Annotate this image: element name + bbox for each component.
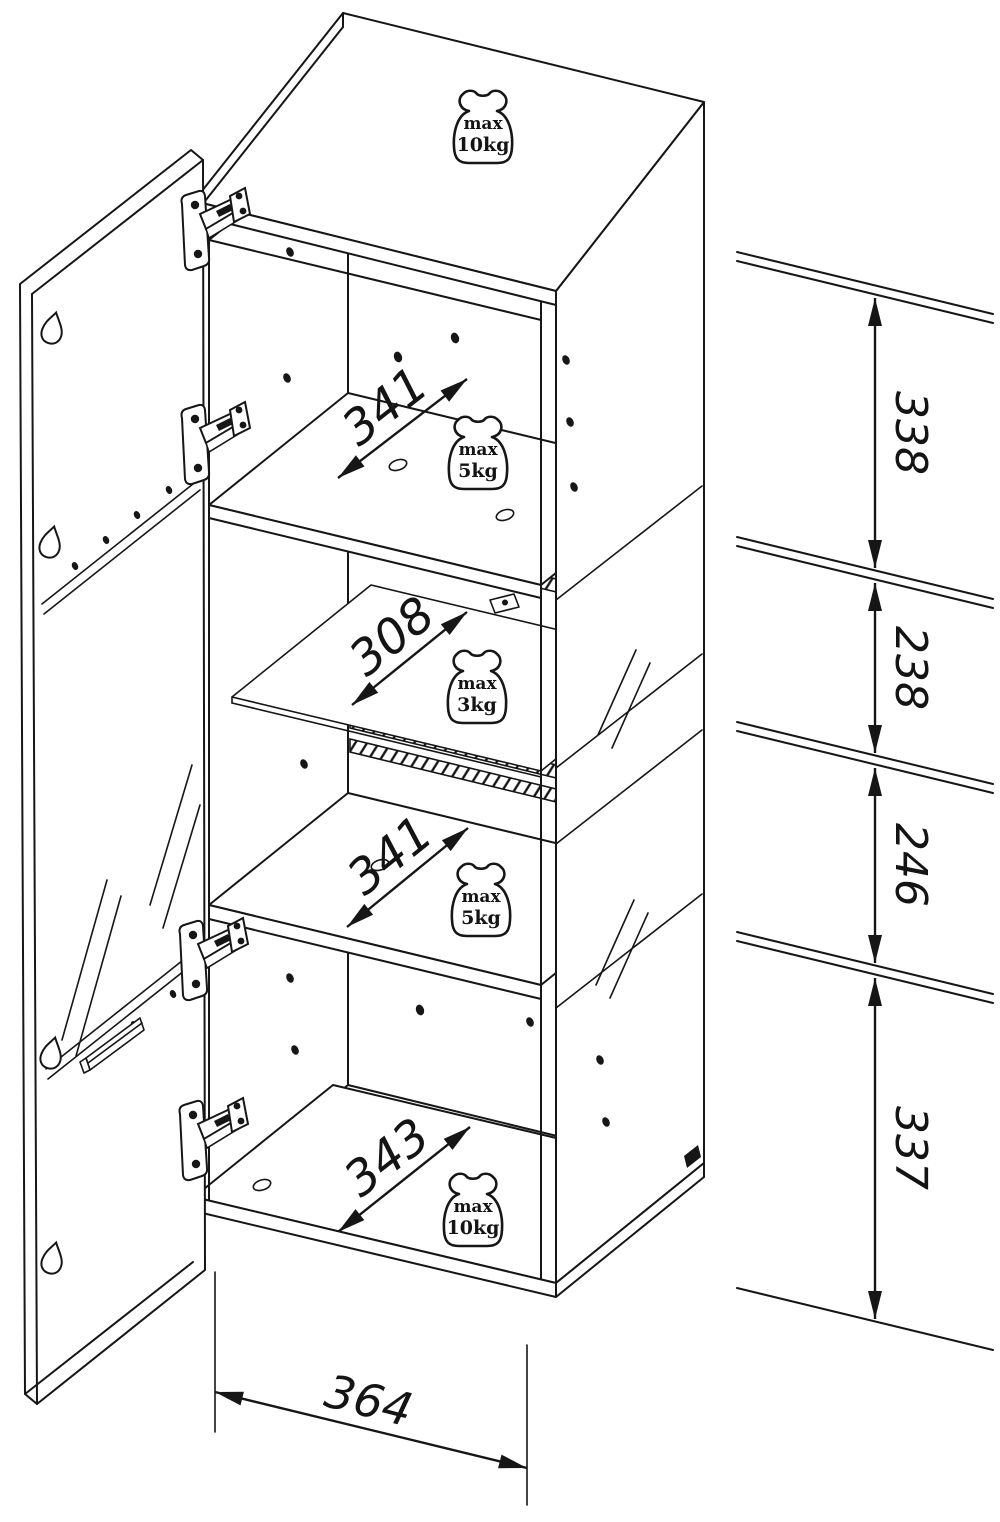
weight-icon-bottom: max 10kg [442,1172,504,1248]
side-glass2-bottom [555,893,703,1009]
dim-arrow-337: 337 [868,978,936,1319]
weight-max-label: max [461,887,501,907]
weight-icon-top: max 10kg [452,89,514,165]
width-dimension: 364 [214,1271,528,1506]
shelf-level-lines [736,251,994,1351]
side-glass1-top [555,485,703,601]
open-door [19,149,206,1405]
side-glass-reflections [595,649,651,999]
side-glass2-top [555,729,703,845]
weight-max-label: max [453,1197,493,1217]
weight-value-label: 5kg [461,907,501,929]
dim-label-364: 364 [320,1364,418,1438]
weight-value-label: 5kg [458,460,498,482]
weight-max-label: max [463,114,503,134]
weight-value-label: 10kg [457,134,510,156]
weight-max-label: max [457,674,497,694]
dim-arrow-246: 246 [868,768,936,963]
weight-value-label: 3kg [457,694,497,716]
door-glass-top [41,479,199,605]
weight-icon-shelf1: max 5kg [447,415,509,491]
weight-limit-icons: max 5kg max 3kg max 5kg max 10kg [442,415,512,1248]
dim-label-337: 337 [885,1106,936,1190]
dim-label-246: 246 [885,823,936,907]
dim-label-338: 338 [885,391,936,475]
bottom-side-edge [555,1162,705,1298]
side-panel-holes [562,355,610,1127]
weight-value-label: 10kg [447,1217,500,1239]
dim-arrow-338: 338 [868,298,936,568]
dim-label-238: 238 [885,626,936,710]
door-glass-reflections [61,764,201,1057]
dim-arrow-238: 238 [868,583,936,753]
weight-icon-shelf2: max 3kg [446,649,508,725]
door-glass-bottom [45,944,203,1070]
door-handle [79,1017,145,1074]
cabinet-carcass [193,214,705,1298]
rear-foot [684,1145,701,1168]
ceiling-front-edge [208,239,542,321]
weight-max-label: max [458,440,498,460]
height-dimension-column: 338 238 246 337 [736,251,994,1351]
right-side-panel [540,101,705,1284]
top-panel: max 10kg [193,12,705,306]
weight-icon-shelf3: max 5kg [450,862,512,938]
